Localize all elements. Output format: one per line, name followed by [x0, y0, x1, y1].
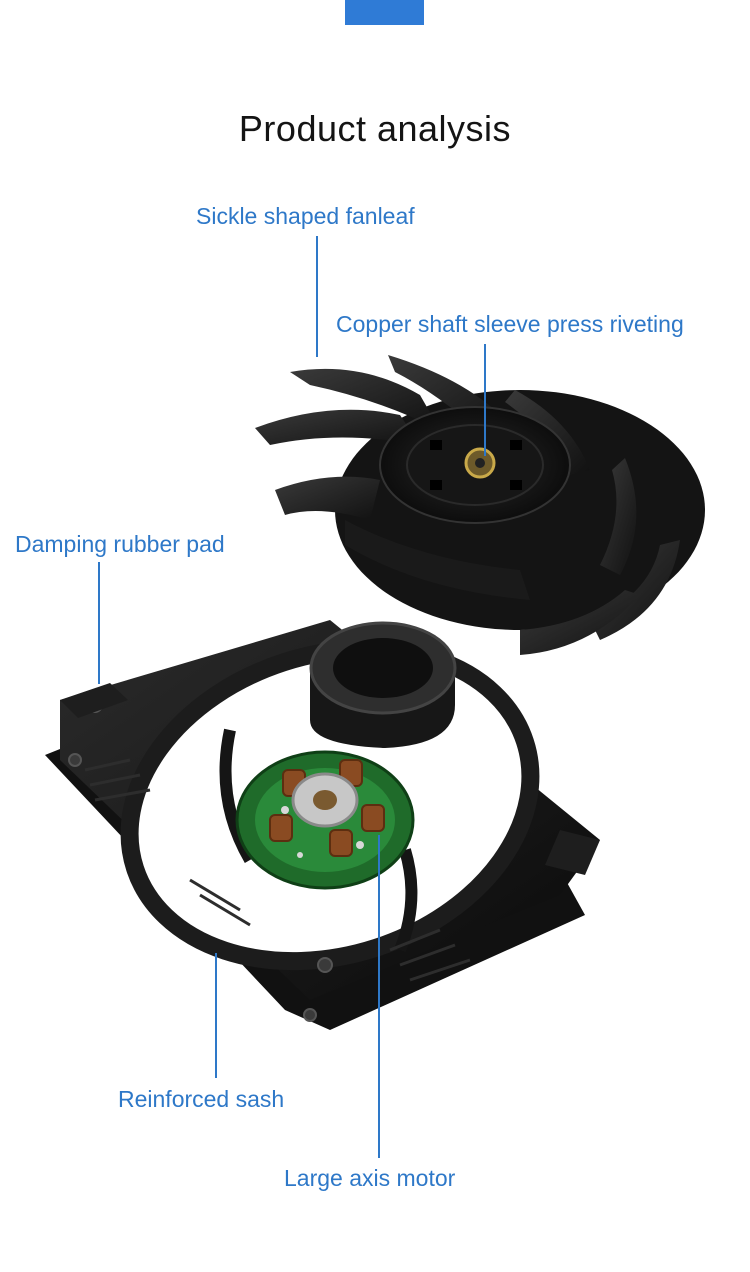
callout-shaft: Copper shaft sleeve press riveting: [336, 311, 684, 337]
top-accent-tab: [345, 0, 424, 25]
bearing-cup: [309, 621, 457, 748]
motor-stator: [235, 750, 415, 890]
leader-line-fanleaf: [316, 236, 318, 357]
leader-line-shaft: [484, 344, 486, 456]
leader-line-motor: [378, 835, 380, 1158]
page-title: Product analysis: [238, 108, 512, 149]
leader-line-pad: [98, 562, 100, 684]
callout-sash: Reinforced sash: [118, 1086, 285, 1112]
impeller: [255, 355, 705, 655]
callout-motor: Large axis motor: [284, 1165, 456, 1191]
leader-line-sash: [215, 953, 217, 1078]
callout-fanleaf: Sickle shaped fanleaf: [196, 203, 415, 229]
callout-pad: Damping rubber pad: [15, 531, 225, 557]
